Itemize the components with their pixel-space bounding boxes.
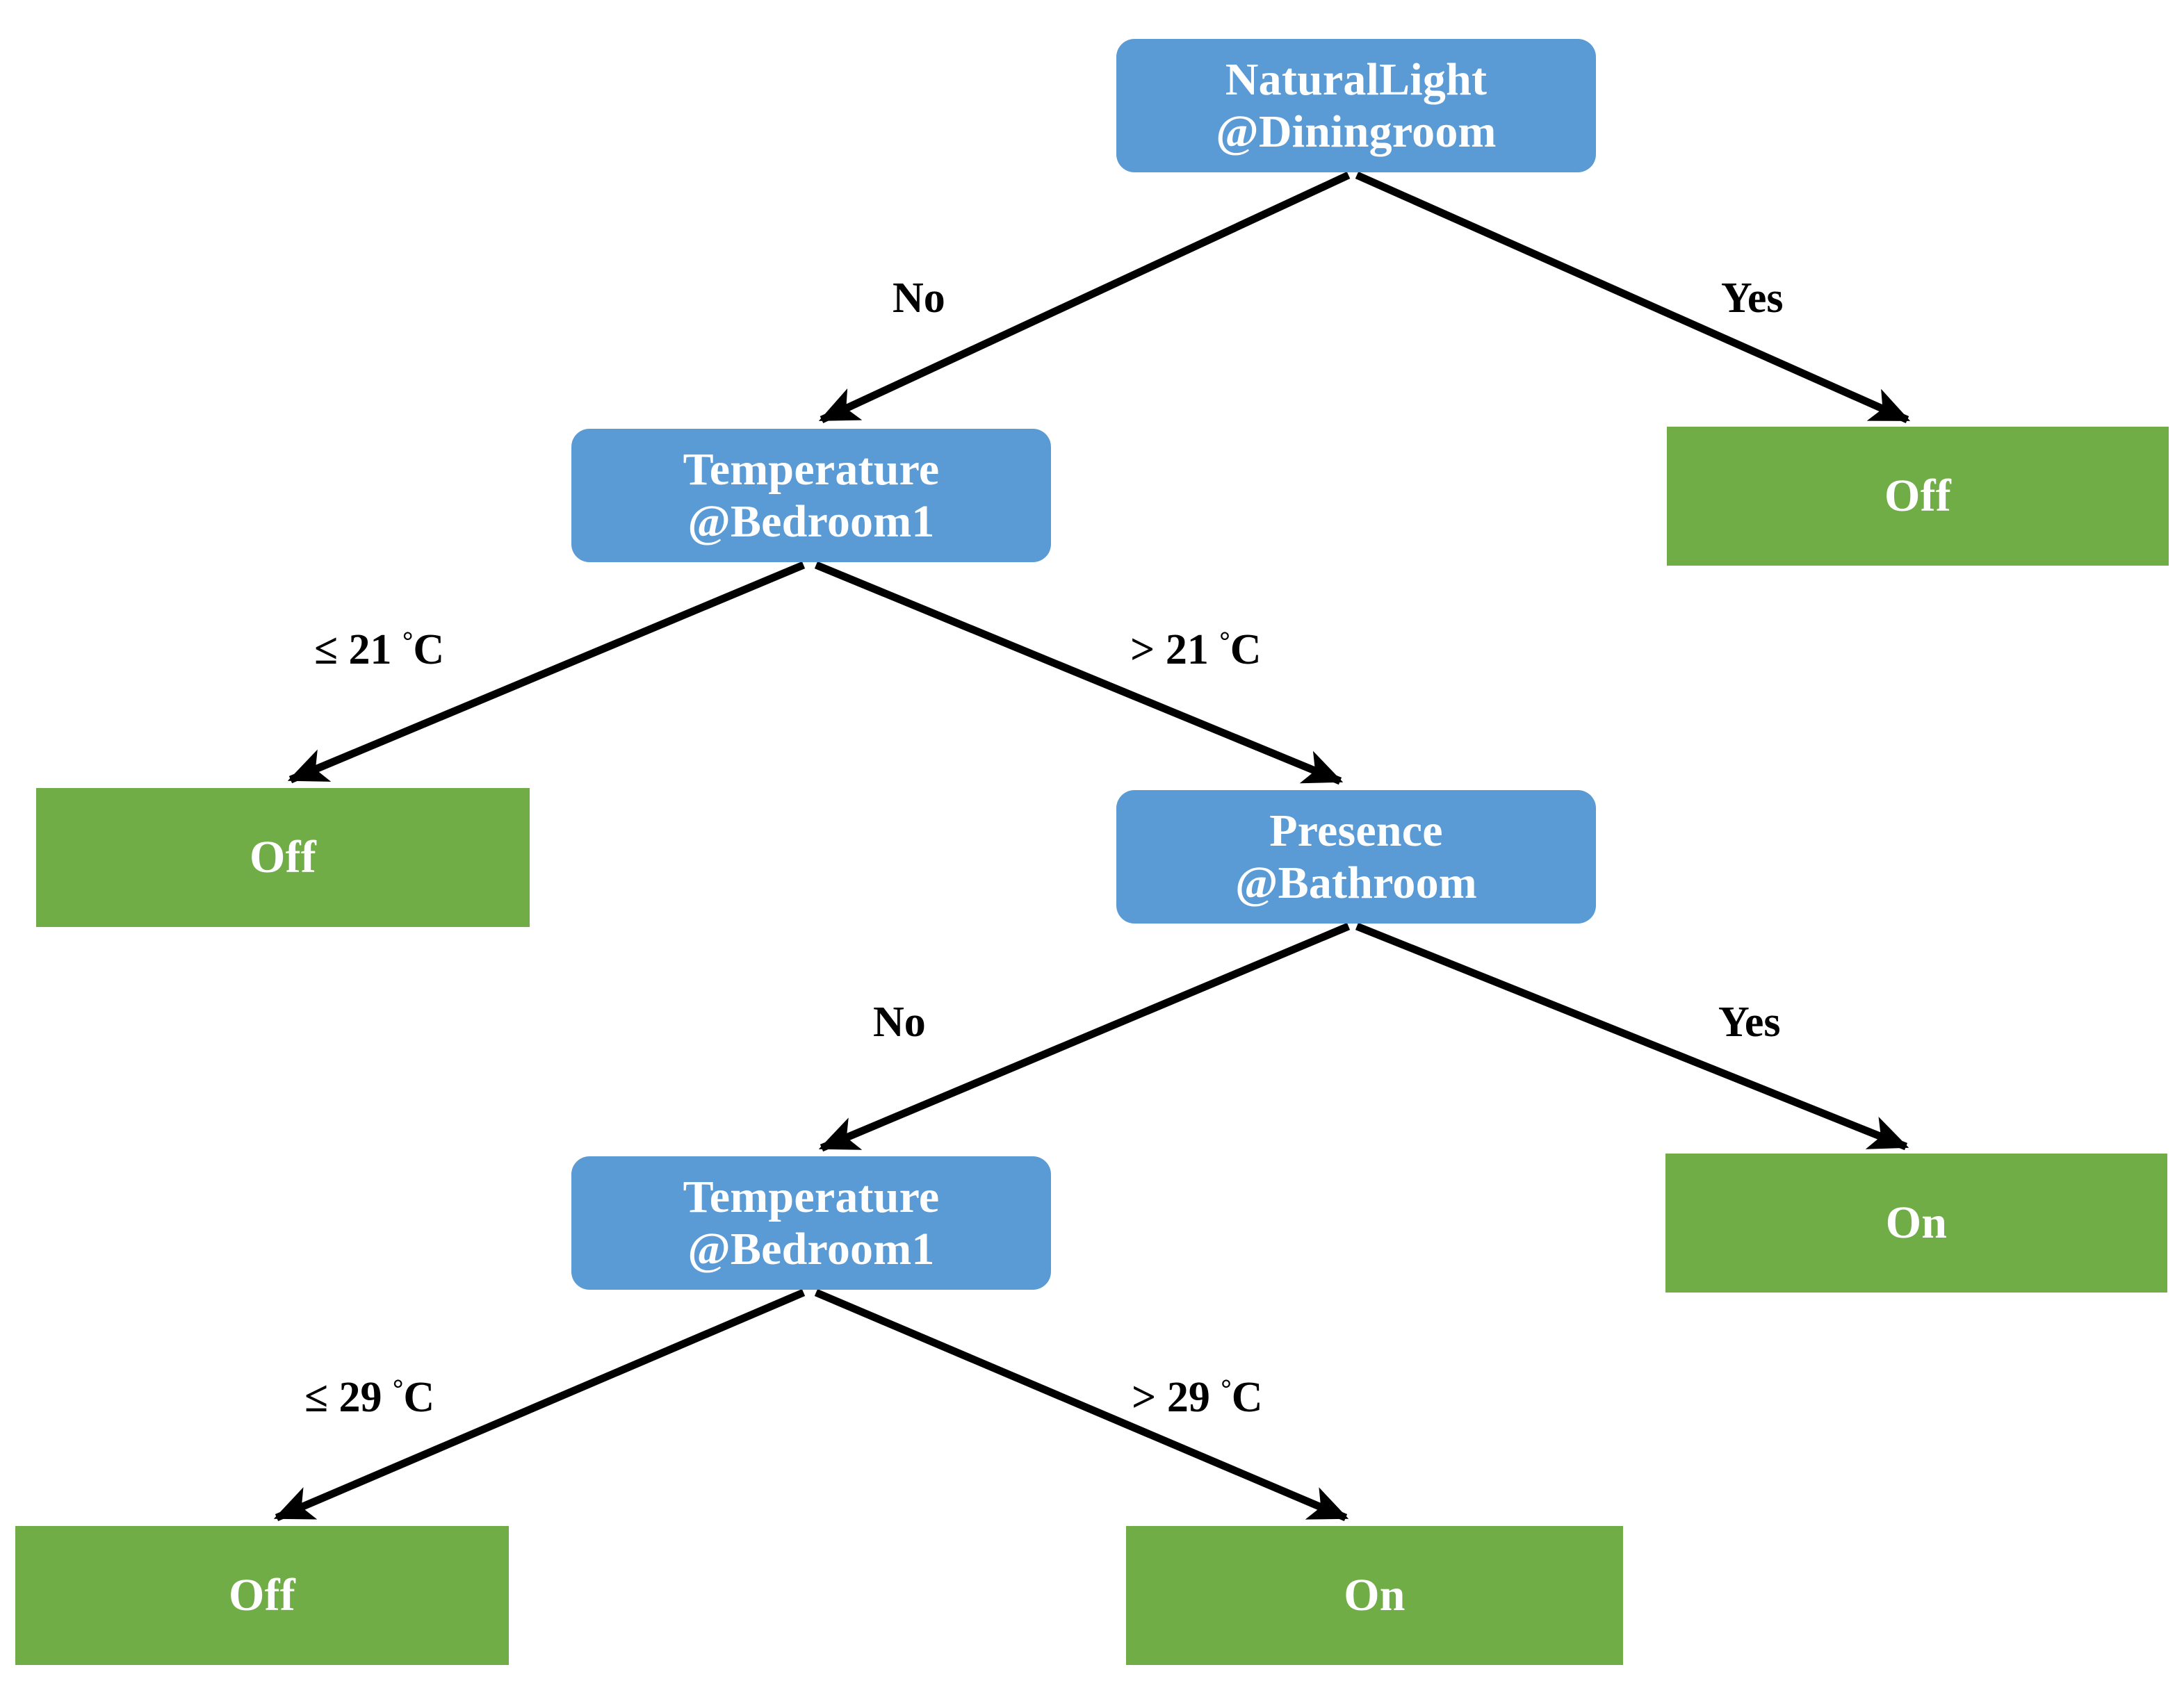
node-on-mid-right[interactable]: On [1665, 1154, 2167, 1293]
node-off-mid-left[interactable]: Off [36, 788, 530, 927]
node-label-primary: Off [1884, 470, 1951, 522]
edge-temp-a-gt21 [814, 561, 1344, 785]
edge-label-presence-yes: Yes [1718, 999, 1781, 1046]
edge-label-temp-b-le29: ≤ 29 °C [304, 1374, 435, 1421]
edge-presence-yes [1355, 922, 1909, 1151]
edge-label-root-yes: Yes [1721, 274, 1784, 322]
node-label-secondary: @Bedroom1 [687, 496, 935, 547]
node-label-primary: Off [229, 1570, 295, 1621]
edge-label-temp-b-gt29: > 29 °C [1132, 1374, 1263, 1421]
node-label-primary: Off [250, 832, 316, 883]
node-temp-bedroom1-b[interactable]: Temperature@Bedroom1 [571, 1156, 1051, 1290]
edge-label-temp-a-gt21: > 21 °C [1130, 626, 1262, 673]
node-temp-bedroom1-a[interactable]: Temperature@Bedroom1 [571, 429, 1051, 562]
node-label-primary: Temperature [683, 1171, 940, 1222]
edge-temp-b-gt29 [814, 1288, 1349, 1522]
node-label-primary: On [1885, 1197, 1948, 1249]
node-off-top-right[interactable]: Off [1667, 427, 2169, 566]
edge-label-root-no: No [893, 274, 945, 322]
edge-label-presence-no: No [873, 999, 926, 1046]
node-off-bottom-left[interactable]: Off [15, 1526, 509, 1665]
node-presence-bathroom[interactable]: Presence@Bathroom [1116, 790, 1596, 924]
node-label-primary: Presence [1269, 805, 1443, 856]
node-label-primary: On [1344, 1570, 1405, 1621]
node-label-secondary: @Bathroom [1235, 858, 1477, 908]
node-label-primary: Temperature [683, 443, 940, 495]
node-label-secondary: @Diningroom [1216, 106, 1497, 157]
node-label-secondary: @Bedroom1 [687, 1224, 935, 1274]
node-root[interactable]: NaturalLight@Diningroom [1116, 39, 1596, 172]
edge-label-temp-a-le21: ≤ 21 °C [314, 626, 445, 673]
node-label-primary: NaturalLight [1225, 54, 1488, 105]
edge-root-yes [1355, 171, 1911, 424]
node-on-bottom-right[interactable]: On [1126, 1526, 1623, 1665]
